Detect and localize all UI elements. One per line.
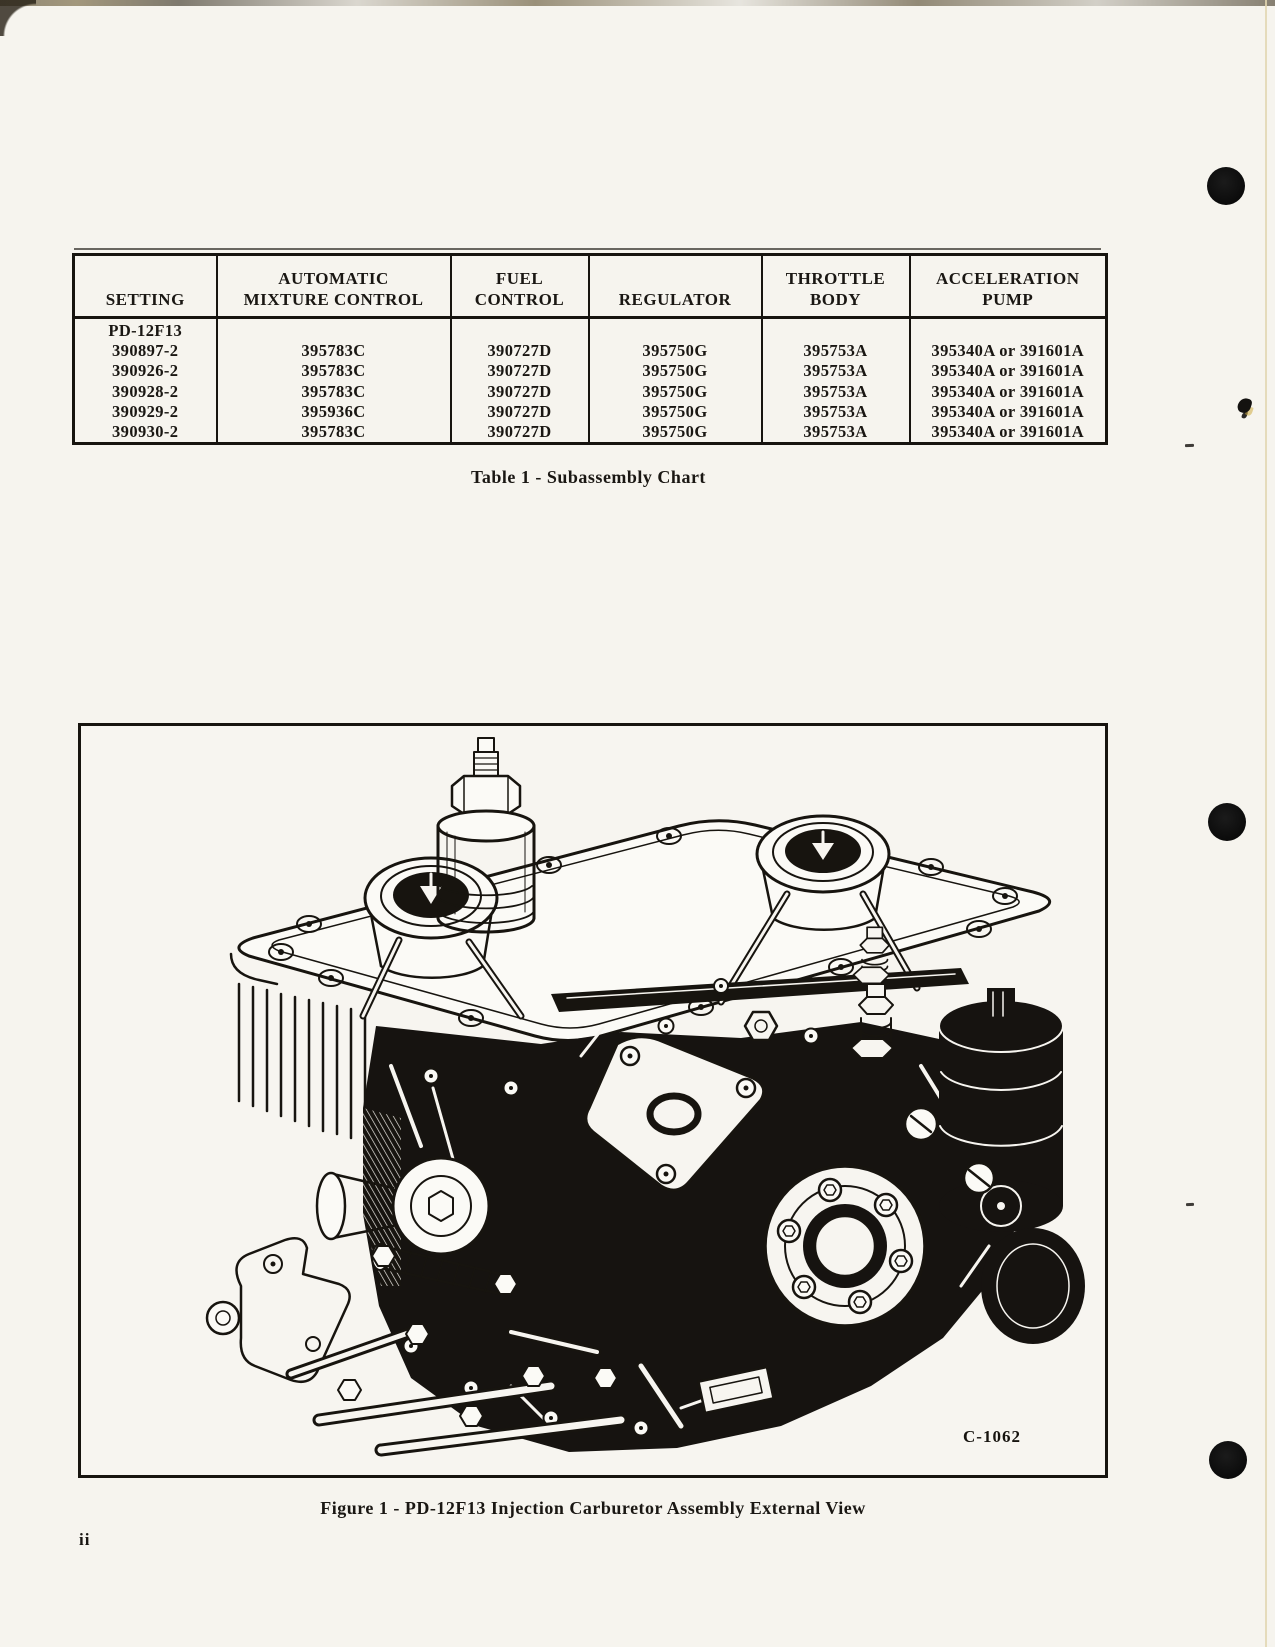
table-cell xyxy=(760,317,910,342)
slotted-screw xyxy=(903,1106,939,1142)
page-number: ii xyxy=(79,1530,91,1549)
table-cell: 395753A xyxy=(760,422,910,444)
table-cell: 390727D xyxy=(449,381,589,402)
table-cell: 395783C xyxy=(215,381,451,402)
stray-mark xyxy=(1185,1202,1195,1207)
table-cell: 395753A xyxy=(760,381,910,402)
table-cell: 395753A xyxy=(760,401,910,423)
rib-fins xyxy=(237,982,367,1143)
table-cell: 390727D xyxy=(449,422,589,444)
mixture-control-cover xyxy=(315,1156,491,1256)
ink-speck xyxy=(1236,396,1253,415)
table-cell: 390897-2 xyxy=(112,341,179,361)
table-cell: 395753A xyxy=(760,361,910,382)
table-cell: 395340A or 391601A xyxy=(908,381,1107,402)
table-cell: 395340A or 391601A xyxy=(908,401,1107,423)
table-cell: 395783C xyxy=(215,422,451,444)
solenoid-cylinder xyxy=(436,737,536,934)
table-cell: 390929-2 xyxy=(112,401,179,421)
table-cell xyxy=(449,317,589,342)
table-cell xyxy=(587,317,762,342)
subassembly-table: SETTING AUTOMATIC MIXTURE CONTROL FUEL C… xyxy=(72,253,1108,446)
table-row: PD-12F13 xyxy=(74,317,1107,342)
col-header-automatic-mixture-control: AUTOMATIC MIXTURE CONTROL xyxy=(215,254,451,318)
col-header-setting: SETTING xyxy=(105,290,185,309)
table-cell: 395936C xyxy=(215,401,451,423)
hex-nut xyxy=(743,1010,779,1042)
intake-bell-left xyxy=(363,856,499,979)
table-cell: 395750G xyxy=(587,401,762,423)
triangular-cover-plate xyxy=(584,1035,766,1192)
punch-hole-top xyxy=(1207,167,1245,205)
figure-frame: C-1062 xyxy=(78,723,1108,1478)
table-cell: 395340A or 391601A xyxy=(908,361,1107,382)
col-header-fuel-control: FUEL CONTROL xyxy=(449,254,589,318)
pump-housing xyxy=(938,988,1085,1344)
stray-mark xyxy=(1184,443,1195,448)
subassembly-table-section: SETTING AUTOMATIC MIXTURE CONTROL FUEL C… xyxy=(72,247,1108,446)
scan-corner-shadow xyxy=(0,0,36,36)
punch-hole-bottom xyxy=(1209,1441,1247,1479)
table-cell: 395750G xyxy=(587,381,762,402)
table-cell: 395750G xyxy=(587,341,762,362)
carburetor-body xyxy=(363,1022,1033,1452)
body-hatch-panel xyxy=(363,1108,401,1286)
table-cell xyxy=(215,317,451,342)
table-cell: 390727D xyxy=(449,361,589,382)
table-cell: 390928-2 xyxy=(112,381,179,401)
table-cell xyxy=(908,317,1107,342)
throttle-linkage-cluster xyxy=(205,1237,775,1457)
table-caption: Table 1 - Subassembly Chart xyxy=(471,467,706,487)
table-cell: 395750G xyxy=(587,361,762,382)
round-mounting-flange xyxy=(763,1164,927,1328)
intake-bell-right xyxy=(755,814,891,931)
table-cell: 395783C xyxy=(215,361,451,382)
punch-hole-middle xyxy=(1208,803,1246,841)
col-header-acceleration-pump: ACCELERATION PUMP xyxy=(908,254,1107,318)
spring-valve xyxy=(850,983,894,1059)
table-cell: PD-12F13 xyxy=(108,321,183,340)
table-cell: 395750G xyxy=(587,422,762,444)
col-header-throttle-body: THROTTLE BODY xyxy=(760,254,910,318)
table-cell: 395753A xyxy=(760,341,910,362)
scan-top-edge xyxy=(0,0,1275,6)
table-cell: 390926-2 xyxy=(112,361,179,381)
table-cell: 390930-2 xyxy=(112,422,179,442)
spring-valve-small xyxy=(852,926,891,985)
mounting-flange-plate xyxy=(229,819,1051,1042)
figure-id: C-1062 xyxy=(963,1427,1021,1446)
table-cell: 390727D xyxy=(449,401,589,423)
table-cell: 390727D xyxy=(449,341,589,362)
table-cell: 395783C xyxy=(215,341,451,362)
col-header-regulator: REGULATOR xyxy=(587,254,762,318)
table-cell: 395340A or 391601A xyxy=(908,341,1107,362)
scan-page-edge xyxy=(1265,0,1267,1647)
table-header-row: SETTING AUTOMATIC MIXTURE CONTROL FUEL C… xyxy=(73,254,1107,318)
table-cell: 395340A or 391601A xyxy=(908,422,1107,444)
figure-caption: Figure 1 - PD-12F13 Injection Carburetor… xyxy=(320,1498,866,1518)
carburetor-illustration: C-1062 xyxy=(205,737,1085,1457)
